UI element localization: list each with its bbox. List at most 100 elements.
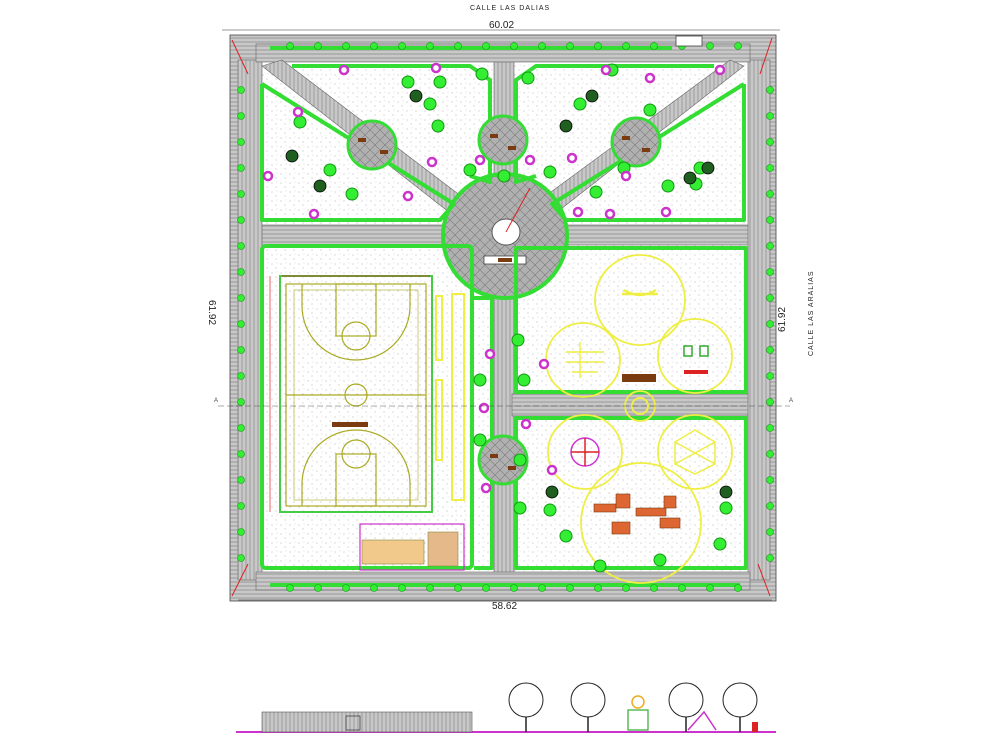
elevation-slide [687,710,717,731]
court-three-point-top [301,284,411,361]
flower [538,358,550,370]
flower [644,72,656,84]
edge-shrub [237,424,245,432]
flower [478,402,490,414]
gazebo-lower [477,434,529,486]
elevation-section [236,682,776,733]
tree [719,501,733,515]
slide-left [566,342,604,378]
tree [593,559,607,573]
edge-shrub [286,584,294,592]
tree [713,537,727,551]
tree [497,169,511,183]
bleacher-right [451,293,465,501]
elevation-tree-crown [508,682,544,718]
edge-shrub [237,476,245,484]
edge-shrub [426,584,434,592]
flower [484,348,496,360]
edge-shrub [237,502,245,510]
tree [473,433,487,447]
edge-shrub [766,554,774,562]
edge-shrub [237,528,245,536]
gazebo-left [346,119,398,171]
court-bench [332,422,368,427]
elevation-hydrant [752,722,758,732]
edge-shrub [454,42,462,50]
dark-tree [683,171,697,185]
hedge-lower-left-strip [474,296,494,570]
edge-shrub [342,42,350,50]
edge-shrub [594,584,602,592]
edge-shrub [566,584,574,592]
edge-shrub [237,372,245,380]
edge-shrub [342,584,350,592]
play-zone-right [657,318,733,394]
tree [643,103,657,117]
edge-shrub [237,554,245,562]
edge-shrub [766,268,774,276]
dimension-top: 60.02 [489,20,515,31]
flower [660,206,672,218]
edge-shrub [766,112,774,120]
play-structure [593,493,681,535]
court-key-top [335,283,377,337]
edge-shrub [237,398,245,406]
edge-shrub [314,584,322,592]
play-equipment [566,288,716,535]
tree [653,553,667,567]
edge-shrub [766,138,774,146]
edge-shrub [370,584,378,592]
dark-tree [313,179,327,193]
tree [431,119,445,133]
court-key-bottom-circle [341,439,371,469]
plaza-leader-line [505,187,531,233]
plaza-bench-top [498,258,512,262]
bench-center [622,374,656,382]
edge-shrub [398,42,406,50]
dark-tree [409,89,423,103]
play-zone-top [594,254,686,346]
entrances [231,37,773,597]
flower [604,208,616,220]
flower [262,170,274,182]
tree [475,67,489,81]
edge-shrub [766,502,774,510]
flower [338,64,350,76]
section-marker-left: A [214,398,219,404]
tree [521,71,535,85]
edge-shrub [650,584,658,592]
entrance-marker-tr [759,37,773,75]
court-three-point-bottom [301,429,411,506]
edge-shrubs [237,42,774,592]
elevation-hoop [345,715,361,731]
edge-shrub [237,294,245,302]
hedge-upper-left [260,82,456,222]
walkway-bottom-edge [255,571,751,591]
walkway-left-edge [237,59,263,581]
edge-shrub [237,216,245,224]
dark-tree [285,149,299,163]
carousel [570,437,600,467]
walkway-right-edge [747,59,771,581]
tree [293,115,307,129]
facility-block [427,531,459,567]
hedge-court-border [260,244,474,570]
tree [401,75,415,89]
edge-shrub [237,268,245,276]
dimension-lines [218,29,790,601]
flower [566,152,578,164]
flower [402,190,414,202]
seesaw-right [683,345,709,374]
flower [308,208,320,220]
hedge-upper-left-inner [292,64,492,184]
play-zone-lower-left [547,414,623,490]
tree [345,187,359,201]
edge-shrub [510,42,518,50]
facility-outline [359,523,465,571]
walkway-horizontal-mid [511,393,751,417]
street-label-top: CALLE LAS DALIAS [470,5,551,12]
edge-shrub [706,42,714,50]
hedges [260,46,748,587]
flower [714,64,726,76]
